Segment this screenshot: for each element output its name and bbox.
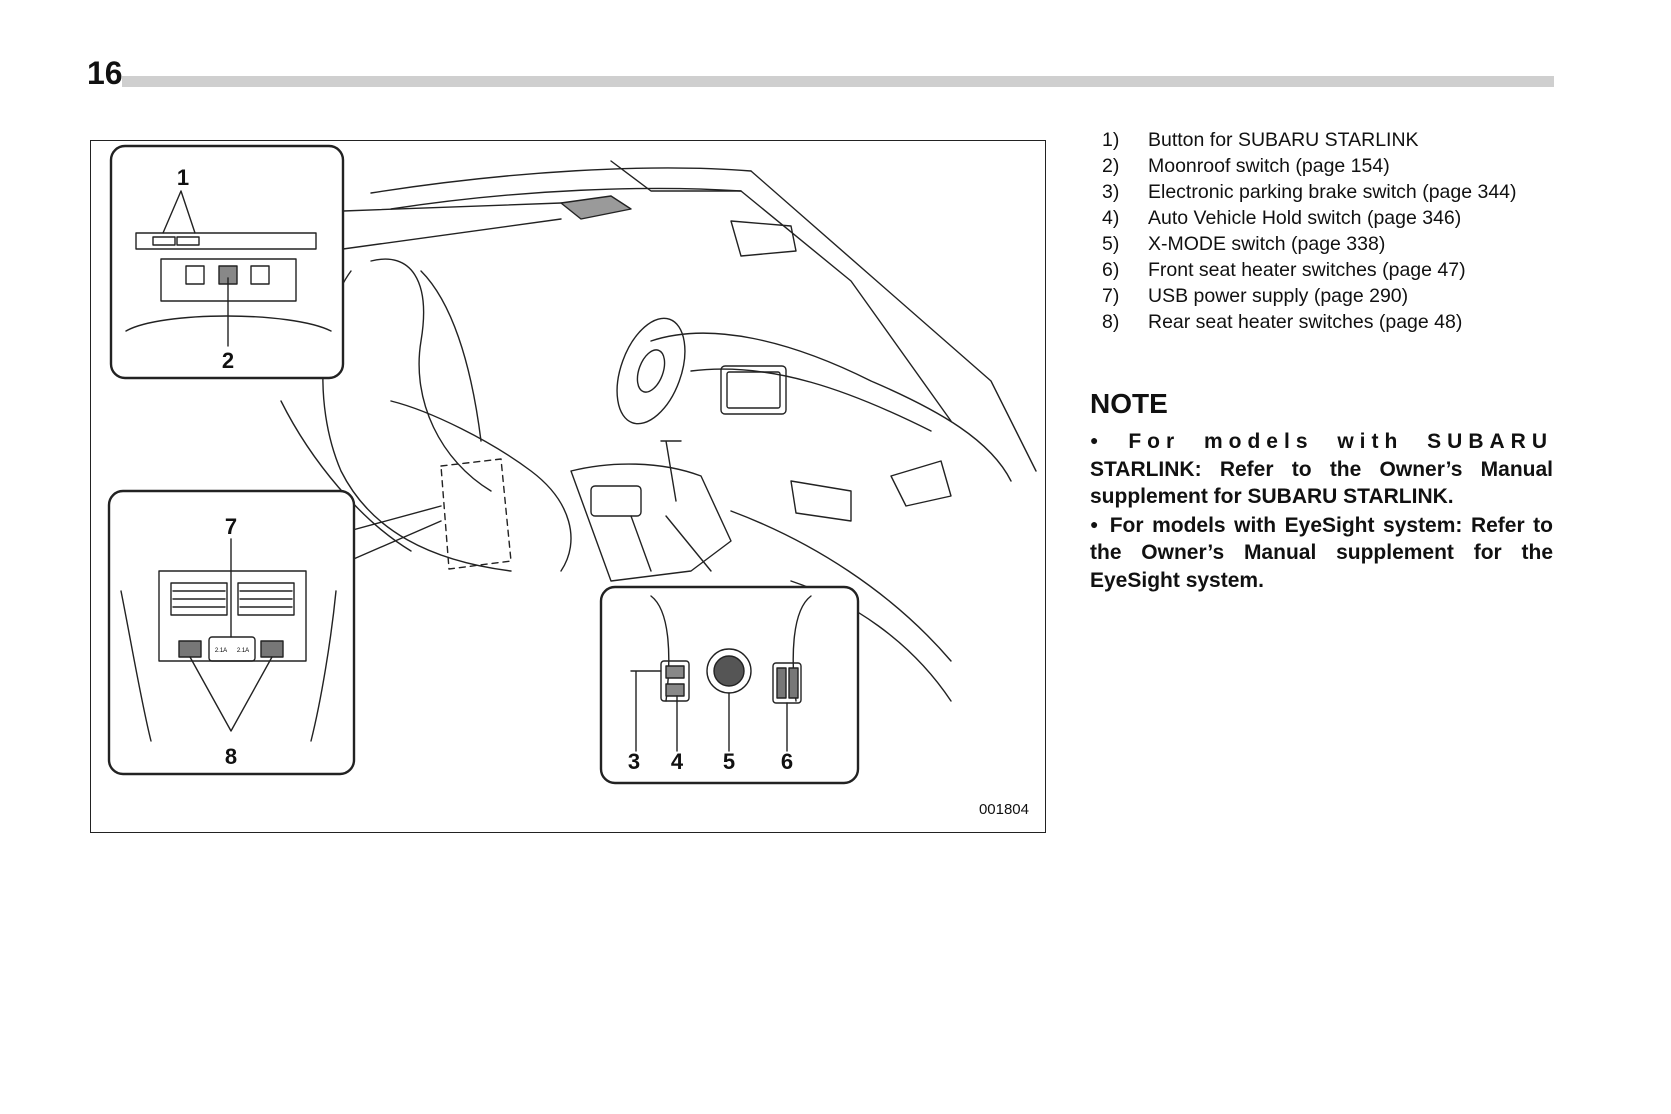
callout-8: 8 [225,744,237,769]
console-button-strip [135,232,317,250]
legend-item: 6)Front seat heater switches (page 47) [1102,259,1466,281]
note-item-starlink: ● For models with SUBARU STARLINK: Refer… [1090,430,1553,509]
rear-heater-switch-left [178,640,202,658]
callout-2: 2 [222,348,234,373]
legend-item: 7)USB power supply (page 290) [1102,285,1409,307]
car-interior-drawing: 1 2 7 8 3 4 5 6 2.1A 2.1A [107,144,1037,785]
note-title: NOTE [1090,388,1168,419]
roof-line [370,167,752,194]
bullet-icon: ● [1090,515,1102,532]
callout-7: 7 [225,514,237,539]
header-rule [122,76,1554,87]
callout-3: 3 [628,749,640,774]
callout-wedge-left [348,505,442,562]
center-console [570,463,732,582]
callout-6: 6 [781,749,793,774]
legend-item: 4)Auto Vehicle Hold switch (page 346) [1102,207,1462,229]
legend-item: 1)Button for SUBARU STARLINK [1102,129,1419,151]
inset-overhead-console [109,144,345,380]
dash-vent [890,460,952,507]
callout-1: 1 [177,165,189,190]
note-item-eyesight: ● For models with EyeSight system: Refer… [1090,513,1553,592]
windshield-frame [750,170,1037,472]
figure-id: 001804 [978,801,1029,818]
overhead-console [560,195,632,220]
legend-item: 8)Rear seat heater switches (page 48) [1102,311,1463,333]
front-heater-switch-left [776,667,787,699]
legend-item: 5)X-MODE switch (page 338) [1102,233,1386,255]
dashboard-top [650,332,1012,482]
callout-4: 4 [671,749,684,774]
callout-wedge-bottom [630,515,712,572]
page-number: 16 [87,55,123,91]
rear-vent-panel [158,570,307,662]
callout-wedge-top [342,202,562,250]
front-heater-switch-right [788,667,799,699]
headliner-edge [390,187,952,422]
leader-1 [162,190,196,234]
usb-port-block [208,636,256,662]
leader-3 [630,670,662,752]
interior-illustration: 1 2 7 8 3 4 5 6 2.1A 2.1A 001804 [90,140,1046,833]
infotainment-screen [720,365,787,415]
legend-item: 2)Moonroof switch (page 154) [1102,155,1390,177]
leader-8 [189,656,273,732]
usb-label-left: 2.1A [215,648,227,654]
bullet-icon: ● [1090,432,1111,448]
rearview-mirror [730,220,797,257]
legend-list: 1)Button for SUBARU STARLINK 2)Moonroof … [1102,128,1552,336]
auto-vehicle-hold-switch [665,683,685,697]
rear-console-box [440,458,512,570]
shift-lever [660,440,682,502]
steering-wheel [616,317,686,425]
rear-heater-switch-right [260,640,284,658]
callout-5: 5 [723,749,735,774]
parking-brake-switch [665,665,685,679]
usb-label-right: 2.1A [237,648,249,654]
note-body: ● For models with SUBARU STARLINK: Refer… [1090,427,1553,595]
legend-item: 3)Electronic parking brake switch (page … [1102,181,1517,203]
